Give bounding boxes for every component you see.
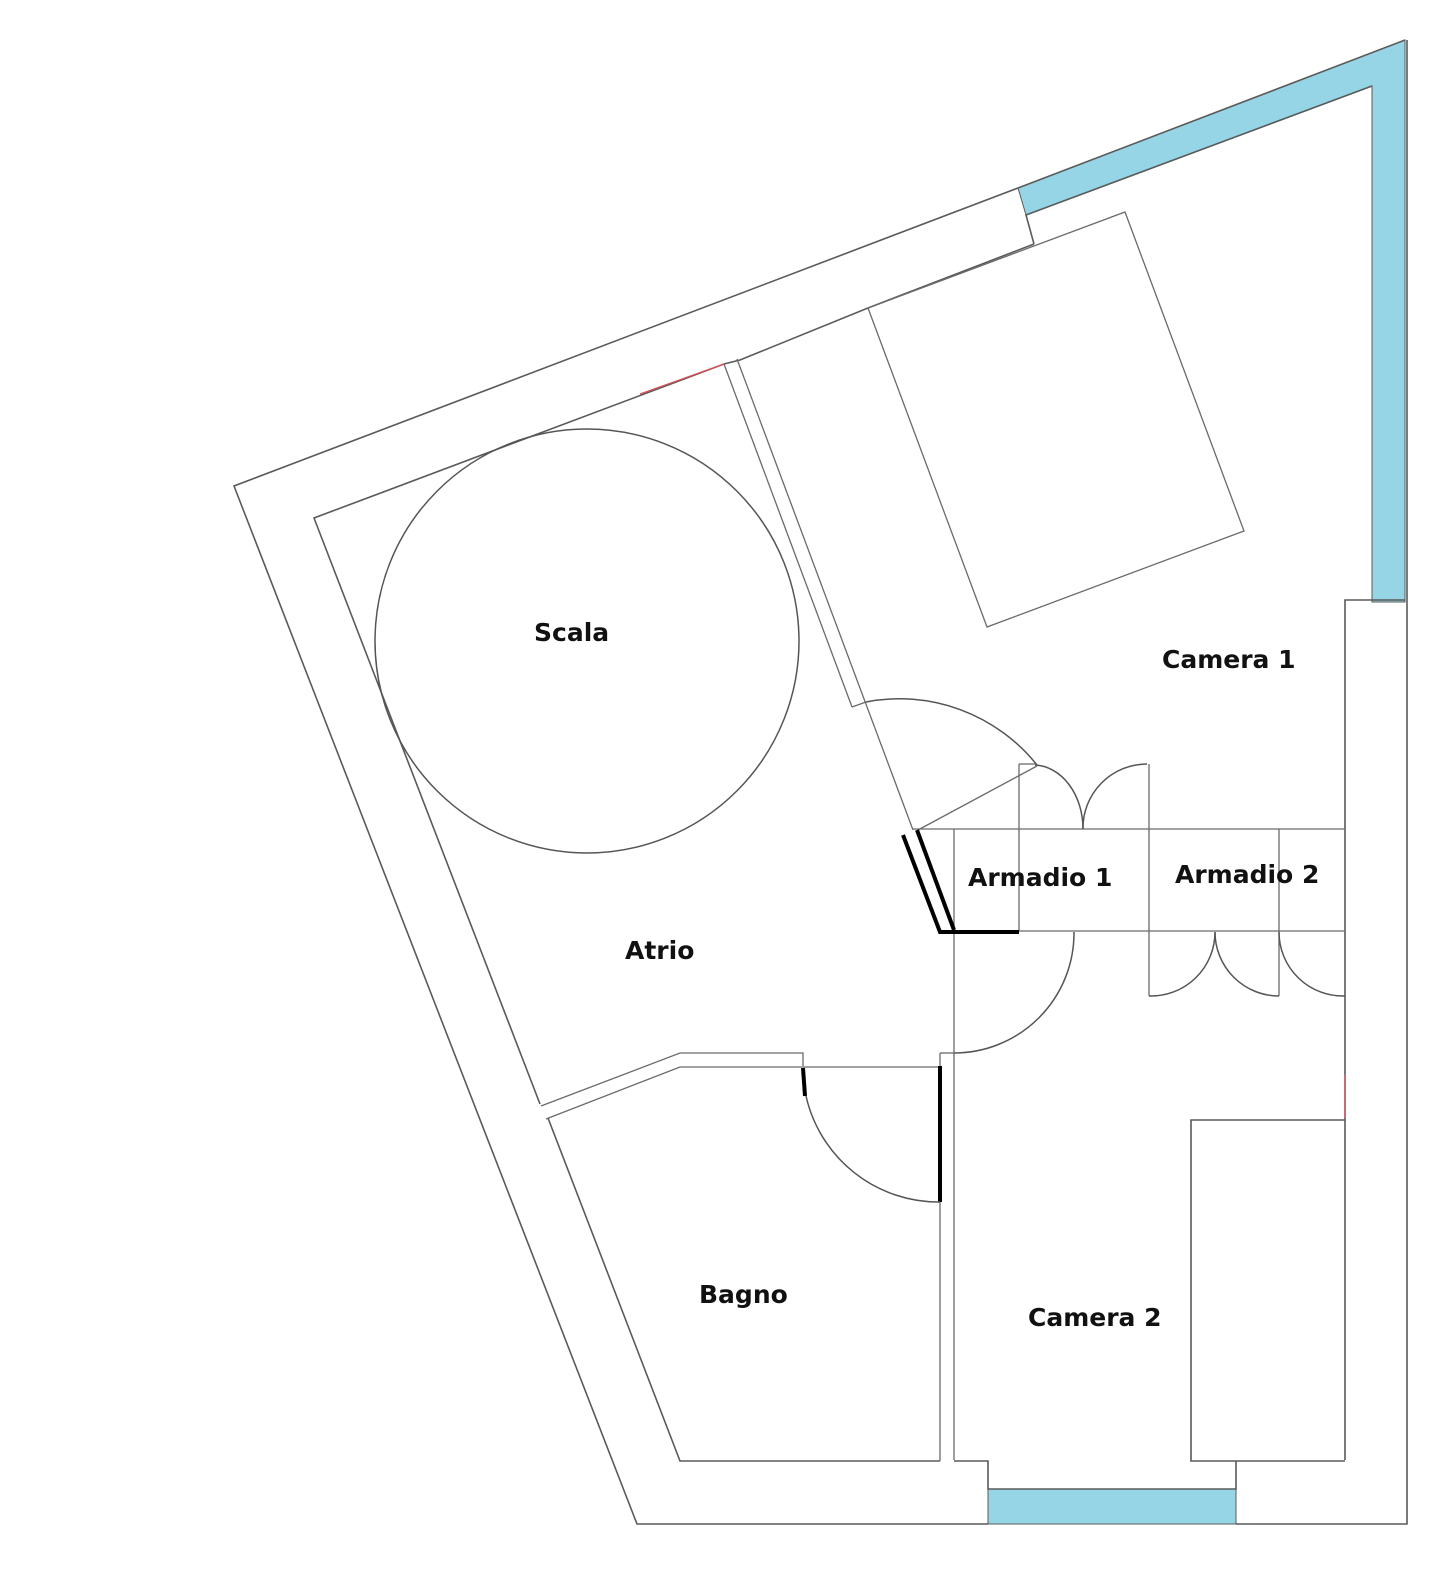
door-bagno	[801, 1066, 942, 1203]
scala-circle	[374, 428, 800, 854]
label-armadio1: Armadio 1	[968, 863, 1112, 892]
camera2-bottom-wall	[954, 1460, 1237, 1490]
label-bagno: Bagno	[699, 1280, 788, 1309]
wardrobes	[913, 763, 1346, 1460]
partition-atrio-bagno	[540, 1052, 940, 1120]
door-camera1	[865, 698, 1038, 831]
label-armadio2: Armadio 2	[1175, 860, 1319, 889]
outer-wall	[232, 39, 1408, 1525]
inner-wall	[312, 85, 1405, 1462]
partition-scala-camera1	[723, 358, 914, 831]
label-scala: Scala	[534, 618, 609, 647]
label-camera2: Camera 2	[1028, 1303, 1162, 1332]
window-top-right	[1017, 39, 1406, 603]
door-camera2	[939, 931, 1075, 1461]
bed-camera2	[1190, 1119, 1345, 1462]
window-bottom	[987, 1488, 1237, 1525]
label-camera1: Camera 1	[1162, 645, 1296, 674]
label-atrio: Atrio	[625, 936, 694, 965]
slanted-heavy-wall	[901, 829, 1019, 934]
bed-camera1	[867, 211, 1245, 628]
